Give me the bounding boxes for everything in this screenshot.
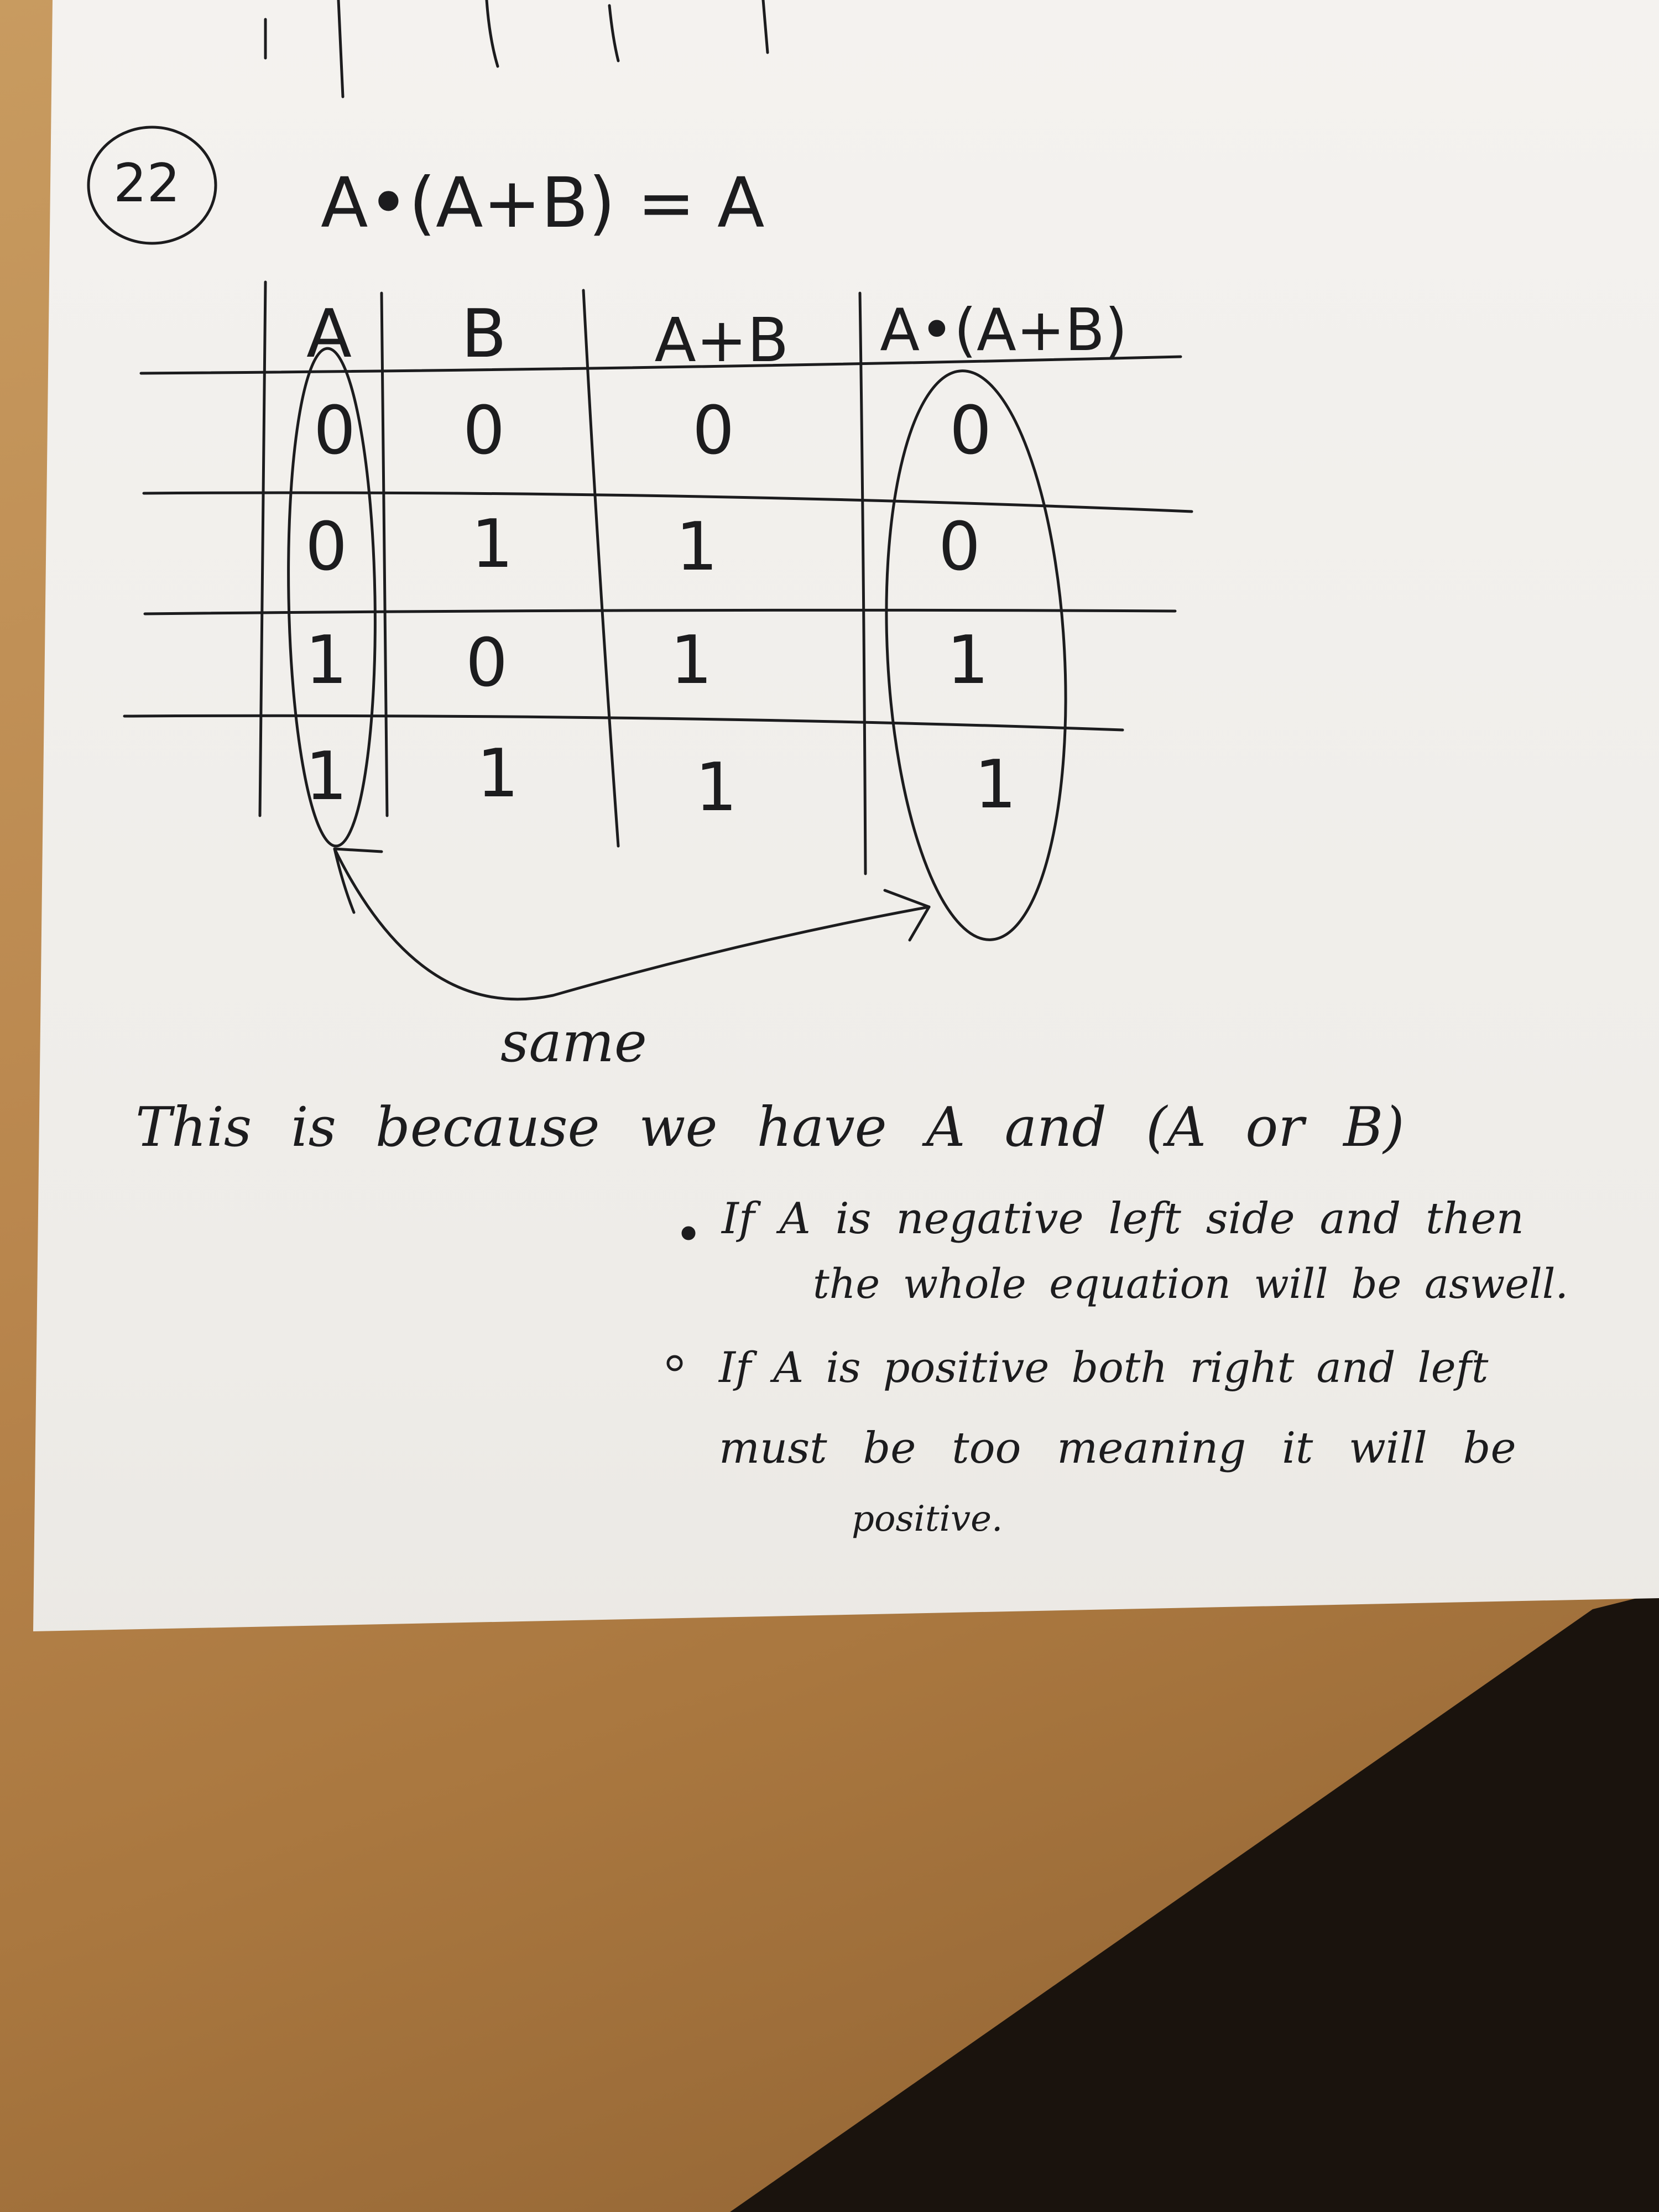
cell-b: 0 bbox=[462, 393, 505, 469]
cell-result: 1 bbox=[974, 747, 1017, 823]
cell-result: 1 bbox=[946, 622, 989, 699]
cell-b: 1 bbox=[476, 735, 519, 812]
cell-a-or-b: 1 bbox=[670, 622, 713, 699]
bullet-2-line-3: positive. bbox=[852, 1499, 1003, 1540]
cell-a: 0 bbox=[313, 393, 356, 469]
cell-result: 0 bbox=[938, 509, 981, 586]
cell-b: 0 bbox=[465, 625, 508, 702]
column-a-oval bbox=[287, 347, 377, 848]
cell-a: 0 bbox=[305, 509, 348, 586]
explanation-intro: This is because we have A and (A or B) bbox=[135, 1096, 1405, 1159]
problem-number: 22 bbox=[113, 153, 180, 214]
same-arrow bbox=[333, 847, 931, 1001]
bullet-dot-2 bbox=[666, 1355, 683, 1371]
bullet-2-line-1: If A is positive both right and left bbox=[719, 1343, 1489, 1392]
cell-result: 0 bbox=[949, 393, 992, 469]
header-a: A bbox=[306, 296, 352, 373]
bullet-dot-1 bbox=[681, 1226, 696, 1240]
header-b: B bbox=[461, 296, 507, 373]
result-column-oval bbox=[885, 369, 1067, 941]
bullet-1-line-2: the whole equation will be aswell. bbox=[813, 1260, 1568, 1308]
header-a-and-a-or-b: A•(A+B) bbox=[880, 296, 1128, 364]
cell-a-or-b: 0 bbox=[692, 393, 735, 469]
previous-table-lines bbox=[264, 0, 769, 98]
bullet-1-line-1: If A is negative left side and then bbox=[722, 1194, 1524, 1244]
cell-a: 1 bbox=[305, 738, 348, 815]
same-label: same bbox=[500, 1010, 647, 1074]
equation-heading: A•(A+B) = A bbox=[321, 163, 765, 243]
table-grid bbox=[123, 280, 1193, 875]
problem-number-circle bbox=[87, 126, 217, 245]
bullet-2-line-2: must be too meaning it will be bbox=[719, 1423, 1516, 1473]
cell-a: 1 bbox=[305, 622, 348, 699]
cell-a-or-b: 1 bbox=[695, 749, 738, 826]
cell-a-or-b: 1 bbox=[675, 509, 718, 586]
header-a-or-b: A+B bbox=[654, 305, 789, 375]
cell-b: 1 bbox=[471, 506, 514, 583]
